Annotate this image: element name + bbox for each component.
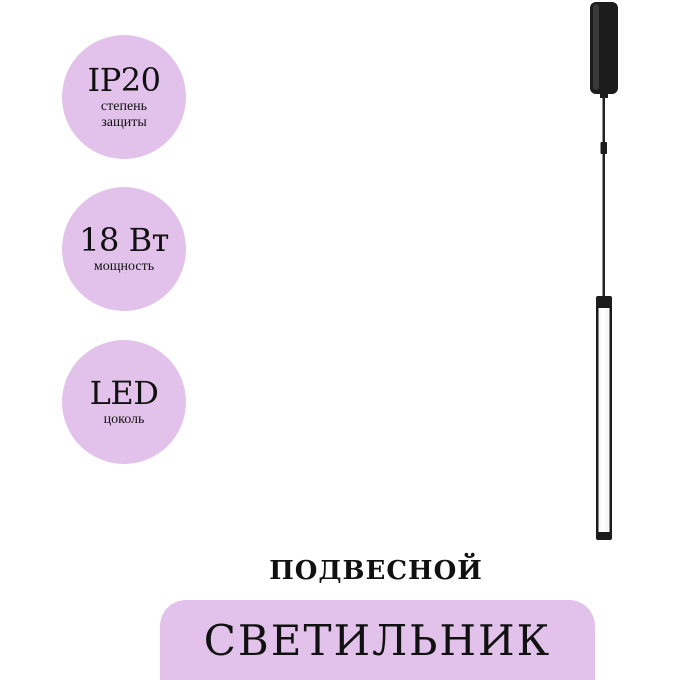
ip-rating-badge: IP20 степень защиты [62, 35, 186, 159]
power-value: 18 Вт [79, 221, 169, 259]
lamp-rod [602, 96, 605, 300]
product-title: СВЕТИЛЬНИК [203, 615, 552, 665]
power-caption: мощность [93, 259, 155, 274]
product-title-banner: СВЕТИЛЬНИК [160, 600, 595, 680]
power-badge: 18 Вт мощность [62, 187, 186, 311]
socket-badge: LED цоколь [62, 340, 186, 464]
socket-caption: цоколь [103, 412, 145, 427]
ip-rating-caption-line1: степень [100, 99, 148, 114]
ip-rating-caption-line2: защиты [101, 115, 147, 130]
ip-rating-value: IP20 [87, 61, 161, 99]
pendant-lamp-image [590, 2, 618, 540]
socket-value: LED [89, 374, 159, 412]
product-subtitle: ПОДВЕСНОЙ [269, 556, 483, 586]
